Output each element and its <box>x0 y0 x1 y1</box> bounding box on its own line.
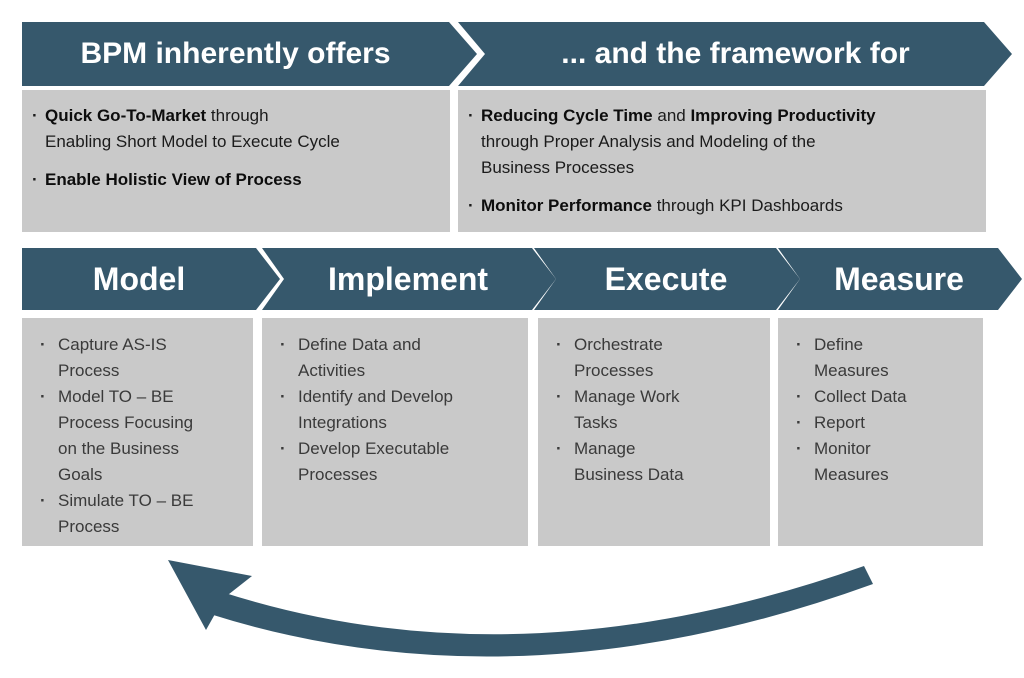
bullet-dot: · <box>280 387 286 406</box>
panel-measure: · Define Measures · Collect Data · Repor… <box>778 318 983 546</box>
bullet-dot: · <box>796 335 802 354</box>
list-item: · Monitor Measures <box>796 436 973 488</box>
bullet-text: Orchestrate Processes <box>574 335 663 380</box>
list-item: · Define Measures <box>796 332 973 384</box>
bullet-text: Manage Work Tasks <box>574 387 680 432</box>
panel-execute: · Orchestrate Processes · Manage Work Ta… <box>538 318 770 546</box>
bullet-text: Collect Data <box>814 387 907 406</box>
bullet-list: · Orchestrate Processes · Manage Work Ta… <box>556 332 760 488</box>
panel-implement: · Define Data and Activities · Identify … <box>262 318 528 546</box>
panel-model: · Capture AS-IS Process · Model TO – BE … <box>22 318 253 546</box>
list-item: · Identify and Develop Integrations <box>280 384 518 436</box>
chevron-step-measure: Measure <box>778 248 1022 310</box>
bullet-dot: · <box>40 387 46 406</box>
bullet-dot: · <box>556 387 562 406</box>
bullet-list: · Define Data and Activities · Identify … <box>280 332 518 488</box>
panel-framework-for: · Reducing Cycle Time and Improving Prod… <box>458 90 986 232</box>
bullet-text: Reducing Cycle Time and Improving Produc… <box>481 106 876 177</box>
bullet-dot: · <box>556 439 562 458</box>
step-title: Measure <box>834 260 964 297</box>
bullet-list: · Reducing Cycle Time and Improving Prod… <box>468 103 974 219</box>
bullet-text: Define Data and Activities <box>298 335 421 380</box>
bullet-dot: · <box>796 439 802 458</box>
list-item: · Monitor Performance through KPI Dashbo… <box>468 193 974 219</box>
list-item: · Manage Work Tasks <box>556 384 760 436</box>
list-item: · Develop Executable Processes <box>280 436 518 488</box>
list-item: · Model TO – BE Process Focusing on the … <box>40 384 243 488</box>
bullet-dot: · <box>280 439 286 458</box>
list-item: · Manage Business Data <box>556 436 760 488</box>
list-item: · Collect Data <box>796 384 973 410</box>
bullet-text: Simulate TO – BE Process <box>58 491 194 536</box>
list-item: · Enable Holistic View of Process <box>32 167 438 193</box>
step-title: Model <box>92 260 186 297</box>
list-item: · Reducing Cycle Time and Improving Prod… <box>468 103 974 181</box>
list-item: · Report <box>796 410 973 436</box>
bullet-text: Manage Business Data <box>574 439 684 484</box>
bullet-text: Enable Holistic View of Process <box>45 170 302 189</box>
chevron-step-model: Model <box>22 248 280 310</box>
bullet-text: Monitor Performance through KPI Dashboar… <box>481 196 843 215</box>
arrow-shaft <box>210 566 873 657</box>
header-title: BPM inherently offers <box>80 37 391 70</box>
header-title: ... and the framework for <box>561 37 910 70</box>
bullet-dot: · <box>40 335 46 354</box>
chevron-step-implement: Implement <box>262 248 556 310</box>
list-item: · Capture AS-IS Process <box>40 332 243 384</box>
bullet-dot: · <box>40 491 46 510</box>
bullet-text: Define Measures <box>814 335 889 380</box>
bullet-dot: · <box>556 335 562 354</box>
step-title: Execute <box>604 260 728 297</box>
bullet-dot: · <box>32 170 38 189</box>
bullet-text: Report <box>814 413 866 432</box>
bullet-list: · Define Measures · Collect Data · Repor… <box>796 332 973 488</box>
chevron-header-framework-for: ... and the framework for <box>458 22 1012 86</box>
chevron-step-execute: Execute <box>534 248 800 310</box>
bullet-text: Monitor Measures <box>814 439 889 484</box>
list-item: · Define Data and Activities <box>280 332 518 384</box>
bullet-dot: · <box>468 106 474 125</box>
list-item: · Simulate TO – BE Process <box>40 488 243 540</box>
step-title: Implement <box>327 260 489 297</box>
bullet-text: Model TO – BE Process Focusing on the Bu… <box>58 387 194 484</box>
bullet-dot: · <box>796 387 802 406</box>
chevron-header-bpm-offers: BPM inherently offers <box>22 22 477 86</box>
arrow-head <box>168 560 252 630</box>
bullet-text: Capture AS-IS Process <box>58 335 167 380</box>
bullet-dot: · <box>796 413 802 432</box>
list-item: · Orchestrate Processes <box>556 332 760 384</box>
bullet-text: Develop Executable Processes <box>298 439 450 484</box>
bullet-list: · Capture AS-IS Process · Model TO – BE … <box>40 332 243 540</box>
bullet-dot: · <box>280 335 286 354</box>
bullet-dot: · <box>32 106 38 125</box>
bullet-dot: · <box>468 196 474 215</box>
bullet-text: Identify and Develop Integrations <box>298 387 453 432</box>
